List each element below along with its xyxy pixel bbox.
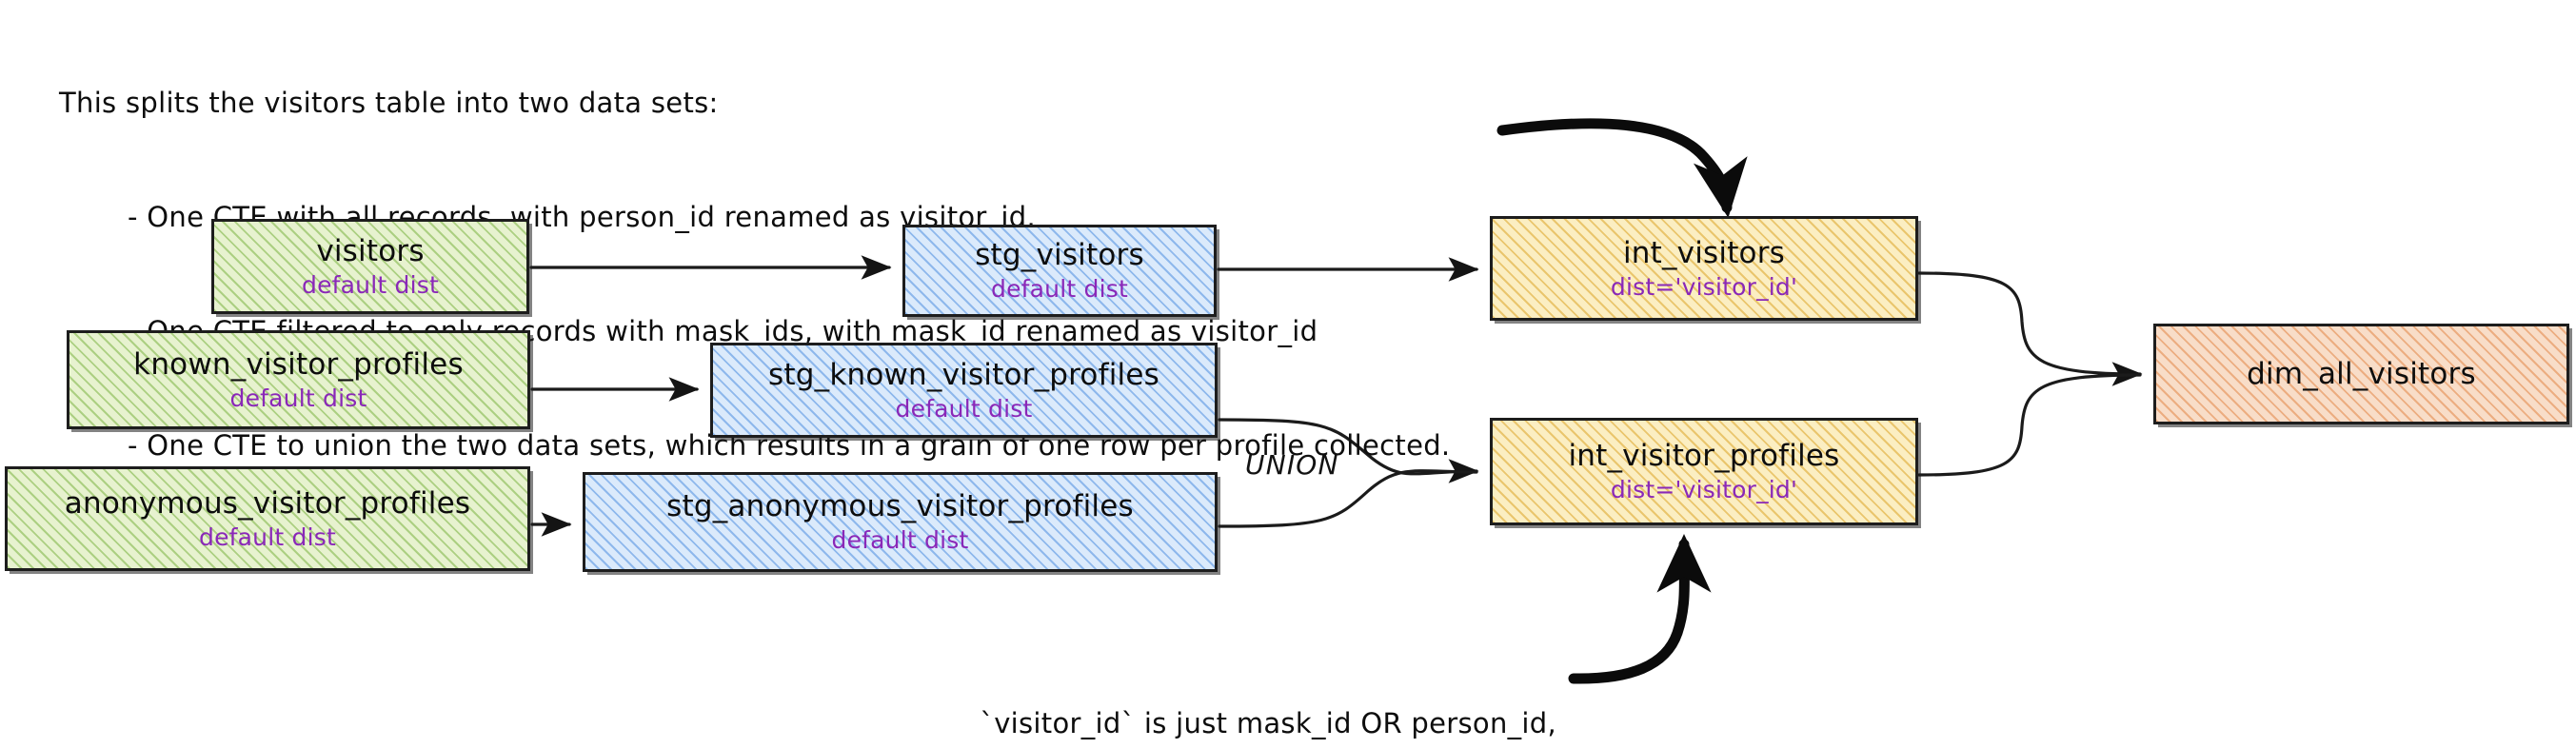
annotation-arrow-header-to-int-visitors — [1496, 118, 1748, 218]
node-title: int_visitors — [1622, 235, 1786, 270]
node-subtitle: default dist — [229, 384, 367, 412]
node-int-visitor-profiles[interactable]: int_visitor_profiles dist='visitor_id' — [1490, 418, 1918, 525]
node-title: stg_anonymous_visitor_profiles — [666, 489, 1134, 523]
node-title: visitors — [316, 233, 425, 268]
edge-int-visitors-to-dim-all-visitors — [1917, 271, 2143, 386]
node-subtitle: default dist — [831, 526, 969, 554]
edge-int-visitor-profiles-to-dim-all-visitors — [1917, 373, 2142, 477]
node-subtitle: dist='visitor_id' — [1610, 272, 1798, 301]
node-subtitle: default dist — [991, 275, 1128, 303]
node-title: int_visitor_profiles — [1568, 439, 1840, 473]
header-note-line-4: - One CTE to union the two data sets, wh… — [128, 429, 1451, 462]
node-title: known_visitor_profiles — [133, 346, 464, 382]
node-int-visitors[interactable]: int_visitors dist='visitor_id' — [1490, 216, 1918, 321]
node-title: dim_all_visitors — [2247, 357, 2476, 391]
node-subtitle: default dist — [199, 522, 336, 551]
node-title: anonymous_visitor_profiles — [64, 485, 471, 521]
node-visitors[interactable]: visitors default dist — [211, 219, 529, 314]
node-subtitle: dist='visitor_id' — [1610, 476, 1798, 503]
bottom-note-line-1: `visitor_id` is just mask_id OR person_i… — [980, 707, 1557, 739]
node-dim-all-visitors[interactable]: dim_all_visitors — [2153, 324, 2569, 424]
bottom-note: `visitor_id` is just mask_id OR person_i… — [942, 623, 1594, 749]
node-title: stg_visitors — [975, 238, 1144, 272]
edge-label-union: UNION — [1245, 449, 1339, 481]
node-stg-known-visitor-profiles[interactable]: stg_known_visitor_profiles default dist — [710, 343, 1218, 438]
node-title: stg_known_visitor_profiles — [768, 357, 1159, 392]
header-note-line-1: This splits the visitors table into two … — [59, 87, 719, 119]
node-subtitle: default dist — [895, 394, 1033, 423]
node-subtitle: default dist — [302, 270, 439, 299]
node-anonymous-visitor-profiles[interactable]: anonymous_visitor_profiles default dist — [5, 466, 530, 571]
node-known-visitor-profiles[interactable]: known_visitor_profiles default dist — [67, 330, 530, 429]
node-stg-anonymous-visitor-profiles[interactable]: stg_anonymous_visitor_profiles default d… — [583, 472, 1218, 572]
node-stg-visitors[interactable]: stg_visitors default dist — [902, 225, 1217, 317]
